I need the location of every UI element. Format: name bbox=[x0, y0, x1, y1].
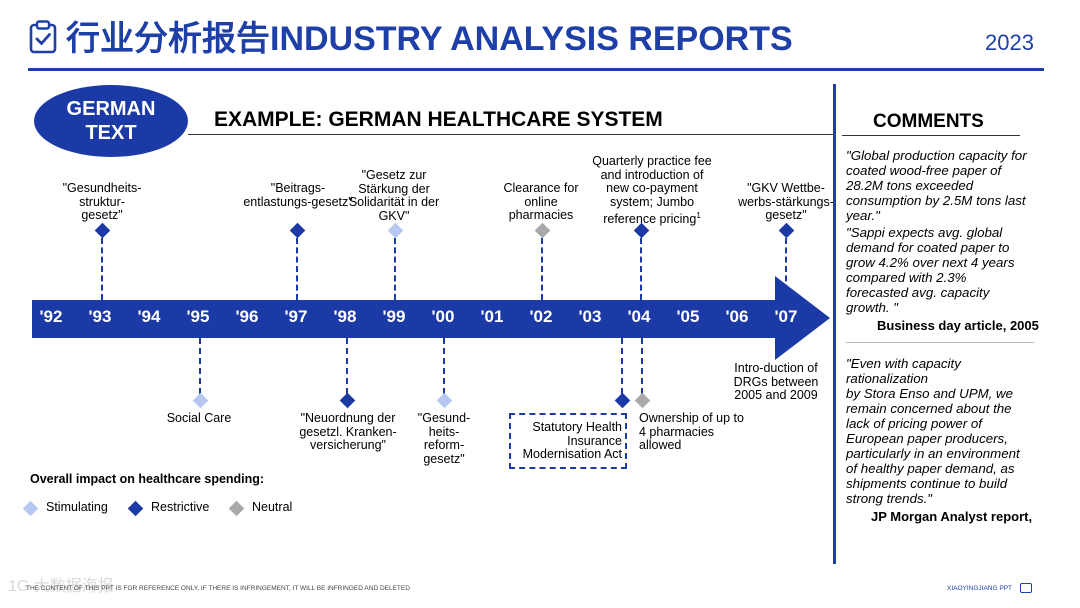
comments-title: COMMENTS bbox=[873, 111, 984, 132]
footer-brand: XIAOYINGJIANG PPT bbox=[946, 585, 1012, 592]
connector-line bbox=[346, 338, 348, 394]
year-label: '07 bbox=[774, 307, 798, 326]
event-gesundheitsreformgesetz: "Gesund- heits- reform- gesetz" bbox=[417, 411, 471, 466]
connector-line bbox=[541, 238, 543, 300]
clipboard-check-icon bbox=[29, 20, 57, 54]
event-gesundheitsstrukturgesetz: "Gesundheits- struktur- gesetz" bbox=[62, 181, 142, 223]
comment-source-jp-morgan: JP Morgan Analyst report, bbox=[871, 509, 1033, 524]
slides-icon bbox=[1020, 583, 1032, 593]
comments-separator bbox=[846, 342, 1034, 343]
year-label: '03 bbox=[578, 307, 602, 326]
connector-line bbox=[394, 238, 396, 300]
event-social-care: Social Care bbox=[166, 411, 232, 425]
legend-item-neutral: Neutral bbox=[228, 500, 292, 517]
comment-quote-production-capacity: "Global production capacity for coated w… bbox=[846, 148, 1027, 223]
year-label: '02 bbox=[529, 307, 553, 326]
neutral-marker bbox=[228, 500, 245, 517]
stimulating-marker bbox=[436, 392, 453, 409]
restrictive-marker bbox=[127, 500, 144, 517]
event-online-pharmacies: Clearance for online pharmacies bbox=[503, 181, 579, 223]
page-title: 行业分析报告INDUSTRY ANALYSIS REPORTS bbox=[66, 20, 793, 58]
event-practice-fee: Quarterly practice fee and introduction … bbox=[592, 154, 712, 227]
german-text-badge: GERMAN TEXT bbox=[34, 85, 188, 157]
event-beitragsentlastungsgesetz: "Beitrags- entlastungs-gesetz" bbox=[243, 181, 353, 209]
event-pharmacy-ownership: Ownership of up to 4 pharmacies allowed bbox=[639, 411, 744, 453]
year-label: '96 bbox=[235, 307, 259, 326]
year-label: '97 bbox=[284, 307, 308, 326]
comment-quote-sappi: "Sappi expects avg. global demand for co… bbox=[846, 225, 1015, 315]
connector-line bbox=[199, 338, 201, 394]
event-gkv-wettbewerbsstaerkungsgesetz: "GKV Wettbe- werbs-stärkungs- gesetz" bbox=[738, 181, 834, 223]
restrictive-marker bbox=[289, 222, 306, 239]
stimulating-marker bbox=[22, 500, 39, 517]
connector-line bbox=[785, 238, 787, 300]
year-label: '98 bbox=[333, 307, 357, 326]
legend-item-stimulating: Stimulating bbox=[22, 500, 108, 517]
event-solidaritaet-gkv: "Gesetz zur Stärkung der Solidarität in … bbox=[348, 168, 440, 223]
stimulating-marker bbox=[387, 222, 404, 239]
event-drg-introduction: Intro-duction of DRGs between 2005 and 2… bbox=[733, 361, 819, 403]
neutral-marker bbox=[534, 222, 551, 239]
year-label: '99 bbox=[382, 307, 406, 326]
header-divider bbox=[28, 68, 1044, 71]
report-year: 2023 bbox=[985, 30, 1034, 55]
statutory-health-insurance-box bbox=[509, 413, 627, 469]
watermark: 1G 大数据海报 bbox=[8, 578, 114, 595]
comment-quote-jp-morgan: "Even with capacity rationalization by S… bbox=[846, 356, 1020, 506]
year-label: '01 bbox=[480, 307, 504, 326]
connector-line bbox=[640, 238, 642, 300]
comments-title-underline bbox=[842, 135, 1020, 136]
restrictive-marker bbox=[778, 222, 795, 239]
year-label: '93 bbox=[88, 307, 112, 326]
stimulating-marker bbox=[192, 392, 209, 409]
year-label: '92 bbox=[39, 307, 63, 326]
legend-item-restrictive: Restrictive bbox=[127, 500, 209, 517]
year-label: '04 bbox=[627, 307, 651, 326]
event-neuordnung-krankenversicherung: "Neuordnung der gesetzl. Kranken- versic… bbox=[299, 411, 397, 453]
restrictive-marker bbox=[614, 392, 631, 409]
year-label: '00 bbox=[431, 307, 455, 326]
restrictive-marker bbox=[94, 222, 111, 239]
connector-line bbox=[443, 338, 445, 394]
year-label: '06 bbox=[725, 307, 749, 326]
comments-divider bbox=[833, 84, 836, 564]
example-title-underline bbox=[188, 134, 834, 135]
comment-source-business-day: Business day article, 2005 bbox=[877, 318, 1039, 333]
connector-line bbox=[621, 338, 623, 394]
restrictive-marker bbox=[339, 392, 356, 409]
year-label: '05 bbox=[676, 307, 700, 326]
connector-line bbox=[101, 238, 103, 300]
example-title: EXAMPLE: GERMAN HEALTHCARE SYSTEM bbox=[214, 108, 663, 131]
connector-line bbox=[296, 238, 298, 300]
footer-disclaimer: THE CONTENT OF THIS PPT IS FOR REFERENCE… bbox=[26, 585, 410, 592]
year-label: '94 bbox=[137, 307, 161, 326]
neutral-marker bbox=[634, 392, 651, 409]
legend-title: Overall impact on healthcare spending: bbox=[30, 472, 265, 486]
event-statutory-health-insurance: Statutory Health Insurance Modernisation… bbox=[522, 420, 622, 462]
year-label: '95 bbox=[186, 307, 210, 326]
connector-line bbox=[641, 338, 643, 394]
